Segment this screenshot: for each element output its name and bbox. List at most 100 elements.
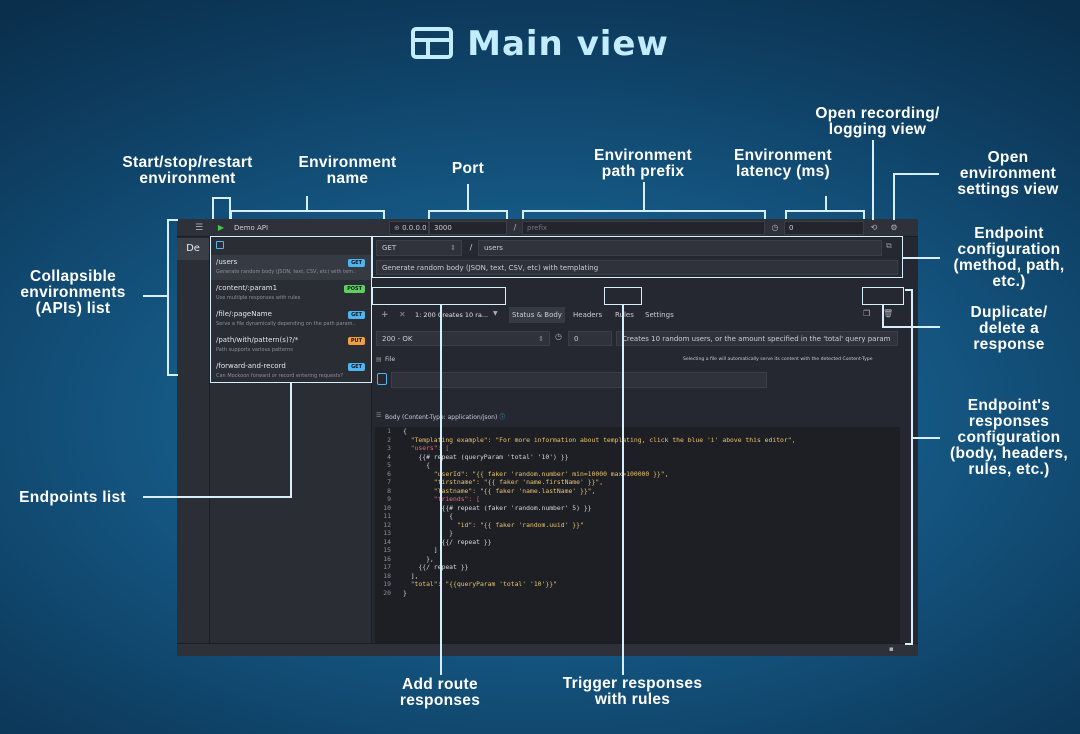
connector (905, 643, 913, 645)
info-icon: ⓘ (499, 414, 506, 421)
connector (212, 197, 214, 219)
response-latency-input[interactable]: 0 (568, 331, 612, 346)
annotation-env-name: Environment name (298, 154, 397, 187)
connector (306, 196, 308, 211)
port-input[interactable]: 3000 (429, 221, 507, 235)
gear-icon[interactable]: ⚙ (890, 223, 898, 232)
hamburger-icon[interactable]: ☰ (194, 223, 204, 233)
annotation-latency: Environment latency (ms) (733, 147, 833, 180)
close-icon[interactable]: ✕ (399, 310, 406, 319)
connector (882, 304, 884, 328)
response-description-input[interactable]: Creates 10 random users, or the amount s… (616, 331, 898, 346)
annotation-path-prefix: Environment path prefix (593, 147, 693, 180)
add-response-icon[interactable]: + (381, 310, 389, 320)
highlight-duplicate (862, 287, 904, 305)
method-badge: GET (348, 363, 365, 371)
env-name-input[interactable]: Demo API (234, 224, 269, 232)
connector (785, 210, 865, 212)
method-badge: GET (348, 259, 365, 267)
highlight-add-route (372, 287, 506, 305)
connector (903, 257, 940, 259)
connector (467, 184, 469, 211)
connector (893, 173, 895, 220)
external-link-icon[interactable]: ⧉ (886, 241, 892, 250)
route-description-input[interactable]: Generate random body (JSON, text, CSV, e… (376, 260, 898, 275)
file-path-input[interactable] (391, 372, 767, 388)
route-item[interactable]: /path/with/pattern(s)?/* Path supports v… (210, 333, 371, 358)
path-separator: / (469, 243, 473, 252)
highlight-endpoints (210, 236, 372, 383)
trash-icon[interactable]: 🗑 (883, 309, 894, 318)
connector (905, 289, 913, 291)
connector (911, 437, 940, 439)
connector (522, 210, 766, 212)
connector (622, 305, 624, 675)
connector (440, 305, 442, 675)
file-icon: ▤ (376, 356, 382, 363)
body-icon: ☰ (376, 412, 382, 419)
method-badge: PUT (347, 337, 365, 345)
annotation-start-stop: Start/stop/restart environment (122, 154, 253, 187)
tab-settings[interactable]: Settings (645, 311, 674, 319)
connector (893, 173, 939, 175)
comment-icon[interactable]: ▪ (889, 645, 894, 653)
connector (428, 210, 508, 212)
connector (383, 210, 385, 219)
annotation-port: Port (451, 160, 485, 177)
connector (167, 219, 178, 221)
method-badge: POST (344, 285, 365, 293)
tab-headers[interactable]: Headers (573, 311, 603, 319)
method-select[interactable]: GET⇕ (376, 240, 462, 256)
connector (872, 140, 874, 220)
route-item[interactable]: /users Generate random body (JSON, text,… (210, 255, 371, 280)
file-browse-icon[interactable] (377, 373, 387, 385)
status-select[interactable]: 200 - OK⇕ (376, 331, 550, 346)
prefix-separator: / (513, 223, 517, 232)
chevron-down-icon: ▼ (493, 310, 498, 317)
connector (143, 496, 292, 498)
page-title: Main view (0, 24, 1080, 64)
connector (522, 210, 524, 219)
connector (506, 210, 508, 219)
connector (229, 197, 231, 219)
connector (643, 182, 645, 211)
layout-icon (411, 27, 454, 59)
connector (290, 383, 292, 497)
tab-status-body[interactable]: Status & Body (509, 307, 565, 323)
body-editor[interactable]: 1{ 2 "Templating example": "For more inf… (375, 427, 900, 656)
route-panel: GET⇕ / users ⧉ Generate random body (JSO… (373, 238, 918, 656)
annotation-collapsible: Collapsible environments (APIs) list (20, 268, 126, 317)
body-label: Body (Content-Type: application/json) ⓘ (385, 414, 506, 421)
connector (785, 210, 787, 219)
history-icon[interactable]: ⟲ (870, 223, 878, 232)
connector (825, 196, 827, 211)
annotation-responses-config: Endpoint's responses configuration (body… (950, 397, 1068, 478)
environments-list: De (177, 238, 210, 656)
method-badge: GET (348, 311, 365, 319)
host-label: ⊕ 0.0.0.0 : (389, 221, 429, 235)
tab-rules[interactable]: Rules (615, 311, 634, 319)
highlight-endpoint-config (372, 236, 903, 278)
annotation-add-route: Add route responses (399, 676, 481, 709)
annotation-duplicate: Duplicate/ delete a response (970, 304, 1048, 353)
connector (230, 210, 385, 212)
route-item[interactable]: /forward-and-record Can Mockoon forward … (210, 359, 371, 384)
route-item[interactable]: /file/:pageName Serve a file dynamically… (210, 307, 371, 332)
route-item[interactable]: /content/:param1 Use multiple responses … (210, 281, 371, 306)
response-select[interactable]: 1: 200 Creates 10 ra... (415, 311, 489, 319)
add-route-icon[interactable] (216, 241, 224, 249)
environment-toolbar: ☰ ▶ Demo API ⊕ 0.0.0.0 : 3000 / prefix ◷… (177, 219, 918, 237)
highlight-rules (604, 287, 642, 305)
status-bar: ▪ (177, 643, 918, 656)
annotation-endpoints-list: Endpoints list (19, 489, 126, 506)
connector (212, 197, 230, 199)
connector (143, 295, 168, 297)
prefix-input[interactable]: prefix (522, 221, 765, 235)
path-input[interactable]: users (478, 240, 882, 256)
play-icon[interactable]: ▶ (217, 223, 225, 232)
latency-input[interactable]: 0 (784, 221, 864, 235)
connector (230, 210, 232, 219)
annotation-settings: Open environment settings view (957, 149, 1059, 198)
env-item[interactable]: De (177, 238, 209, 260)
duplicate-icon[interactable]: ❐ (863, 309, 871, 318)
